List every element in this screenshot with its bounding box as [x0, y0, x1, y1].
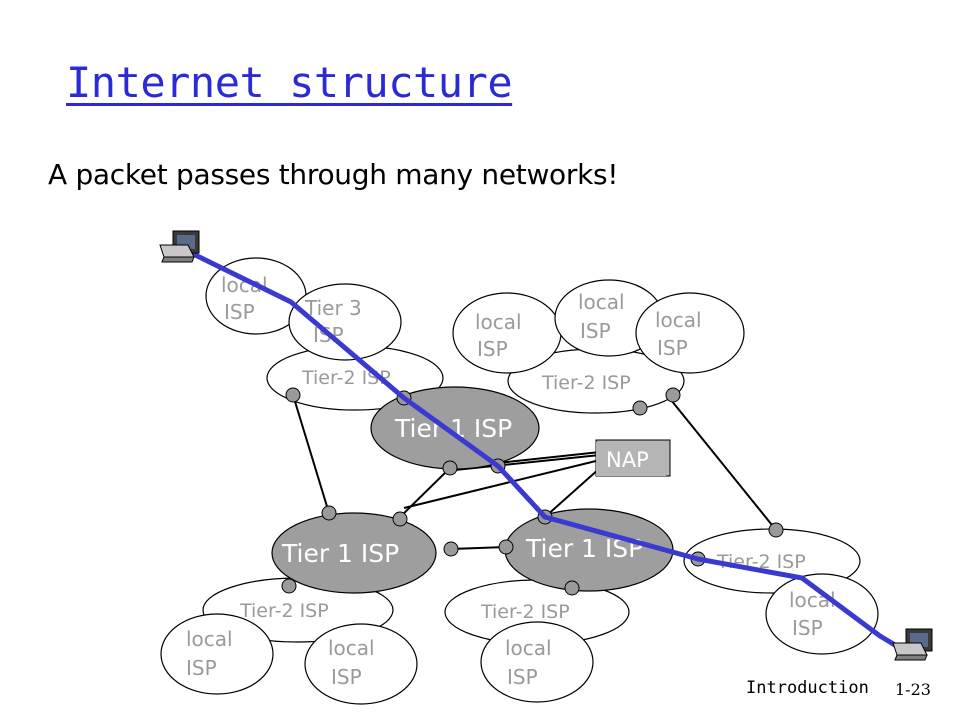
- tier2-label-bottom-middle: Tier-2 ISP: [480, 601, 570, 623]
- tier2-label-top-left: Tier-2 ISP: [301, 367, 391, 389]
- local-isp-bottom-2: [304, 623, 418, 705]
- footer-page-number: 1-23: [895, 680, 931, 699]
- slide-title: Internet structure: [66, 58, 513, 107]
- local-isp-label-t2-2: ISP: [580, 319, 611, 343]
- nap-label: NAP: [606, 448, 649, 472]
- link-lines: [292, 394, 777, 550]
- tier1-label-left: Tier 1 ISP: [281, 539, 399, 568]
- computer-icon-source: [159, 230, 200, 263]
- local-isp-label-r-2: ISP: [792, 616, 823, 640]
- local-isp-label-b3-1: local: [505, 636, 552, 660]
- local-isp-label-t1-2: ISP: [477, 337, 508, 361]
- local-isp-top-3: [635, 292, 745, 374]
- local-isp-bottom-3: [480, 621, 594, 703]
- local-isp-label-t2-1: local: [578, 290, 625, 314]
- local-isp-label-t3-2: ISP: [657, 336, 688, 360]
- local-isp-label-t1-1: local: [475, 310, 522, 334]
- tier2-label-top-right: Tier-2 ISP: [541, 372, 631, 394]
- local-isp-bottom-1: [160, 613, 274, 695]
- local-isp-label-t3-1: local: [655, 308, 702, 332]
- local-isp-label-b1-1: local: [186, 627, 233, 651]
- local-isp-label-b1-2: ISP: [186, 656, 217, 680]
- computer-icon-destination: [892, 628, 933, 661]
- tier2-label-bottom-left: Tier-2 ISP: [239, 600, 329, 622]
- tier1-label-top: Tier 1 ISP: [394, 414, 512, 443]
- tier1-isp-left: [271, 512, 437, 594]
- local-isp-label-b2-2: ISP: [331, 665, 362, 689]
- local-isp-label-b2-1: local: [328, 636, 375, 660]
- footer-section-label: Introduction: [746, 678, 869, 698]
- slide-subtitle: A packet passes through many networks!: [48, 158, 619, 191]
- local-isp-right: [765, 573, 879, 655]
- tier3-label-1: Tier 3: [304, 296, 362, 320]
- tier3-isp: [288, 283, 402, 361]
- local-isp-label-tl-2: ISP: [224, 300, 255, 324]
- local-isp-label-b3-2: ISP: [507, 665, 538, 689]
- packet-path: [180, 246, 898, 648]
